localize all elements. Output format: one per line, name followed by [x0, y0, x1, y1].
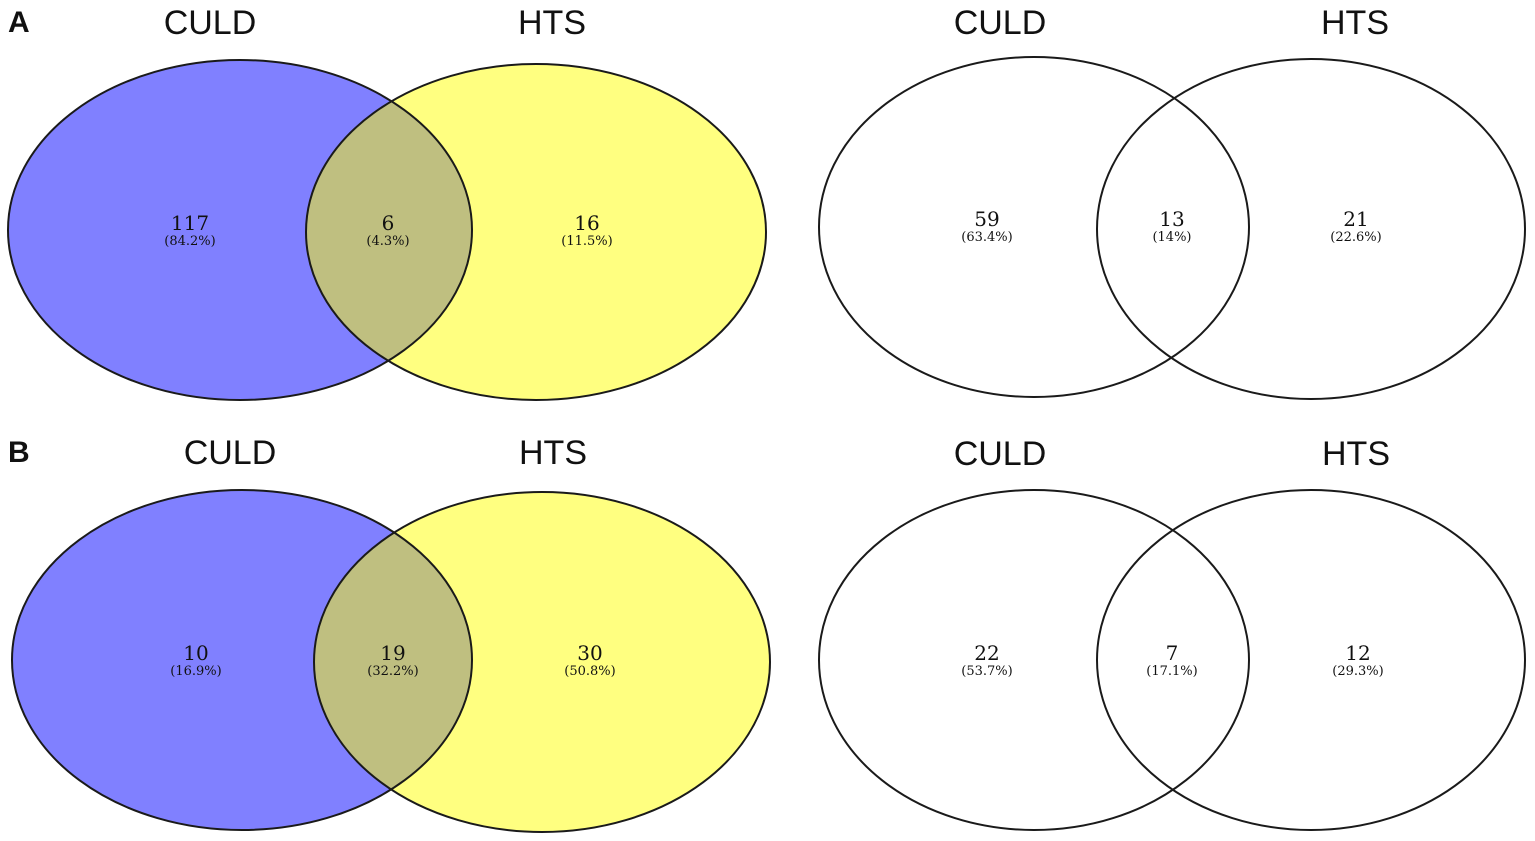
venn-a-outline: CULD HTS 59 (63.4%) 13 (14%) 21 (22.6%) — [818, 4, 1526, 400]
count-hts-only: 12 — [1345, 641, 1370, 665]
count-shared: 19 — [380, 641, 405, 665]
count-shared: 6 — [382, 211, 395, 235]
panel-label-a: A — [8, 6, 30, 39]
venn-b-outline: CULD HTS 22 (53.7%) 7 (17.1%) 12 (29.3%) — [818, 435, 1526, 831]
pct-hts-only: (50.8%) — [564, 664, 615, 679]
set-title-culd: CULD — [954, 4, 1047, 42]
pct-hts-only: (29.3%) — [1332, 664, 1383, 679]
venn-a-filled: CULD HTS 117 (84.2%) 6 (4.3%) 16 (11.5%) — [7, 4, 767, 401]
count-culd-only: 117 — [171, 211, 209, 235]
set-outline-hts — [1096, 489, 1526, 831]
overlap-region — [306, 64, 472, 400]
pct-culd-only: (53.7%) — [961, 664, 1012, 679]
pct-shared: (4.3%) — [366, 234, 409, 249]
pct-culd-only: (16.9%) — [170, 664, 221, 679]
set-title-hts: HTS — [518, 4, 586, 42]
set-outline-hts — [313, 491, 771, 833]
pct-hts-only: (22.6%) — [1330, 230, 1381, 245]
count-hts-only: 21 — [1343, 207, 1368, 231]
pct-hts-only: (11.5%) — [561, 234, 612, 249]
overlap-region — [314, 492, 472, 830]
venn-b-filled: CULD HTS 10 (16.9%) 19 (32.2%) 30 (50.8%… — [11, 434, 771, 833]
set-title-culd: CULD — [164, 4, 257, 42]
set-outline-culd — [818, 489, 1250, 831]
set-outline-hts — [305, 63, 767, 401]
set-title-culd: CULD — [184, 434, 277, 472]
set-outline-culd — [7, 59, 473, 401]
count-culd-only: 10 — [183, 641, 208, 665]
set-outline-culd — [11, 489, 473, 831]
pct-culd-only: (84.2%) — [164, 234, 215, 249]
count-hts-only: 16 — [574, 211, 599, 235]
pct-shared: (14%) — [1152, 230, 1191, 245]
set-title-hts: HTS — [1321, 4, 1389, 42]
count-culd-only: 59 — [974, 207, 999, 231]
set-outline-culd — [818, 56, 1250, 398]
count-culd-only: 22 — [974, 641, 999, 665]
set-title-culd: CULD — [954, 435, 1047, 473]
panel-label-b: B — [8, 436, 30, 469]
set-title-hts: HTS — [519, 434, 587, 472]
pct-culd-only: (63.4%) — [961, 230, 1012, 245]
pct-shared: (32.2%) — [367, 664, 418, 679]
pct-shared: (17.1%) — [1146, 664, 1197, 679]
count-shared: 13 — [1159, 207, 1184, 231]
count-shared: 7 — [1166, 641, 1179, 665]
set-outline-hts — [1096, 58, 1526, 400]
set-title-hts: HTS — [1322, 435, 1390, 473]
count-hts-only: 30 — [577, 641, 602, 665]
